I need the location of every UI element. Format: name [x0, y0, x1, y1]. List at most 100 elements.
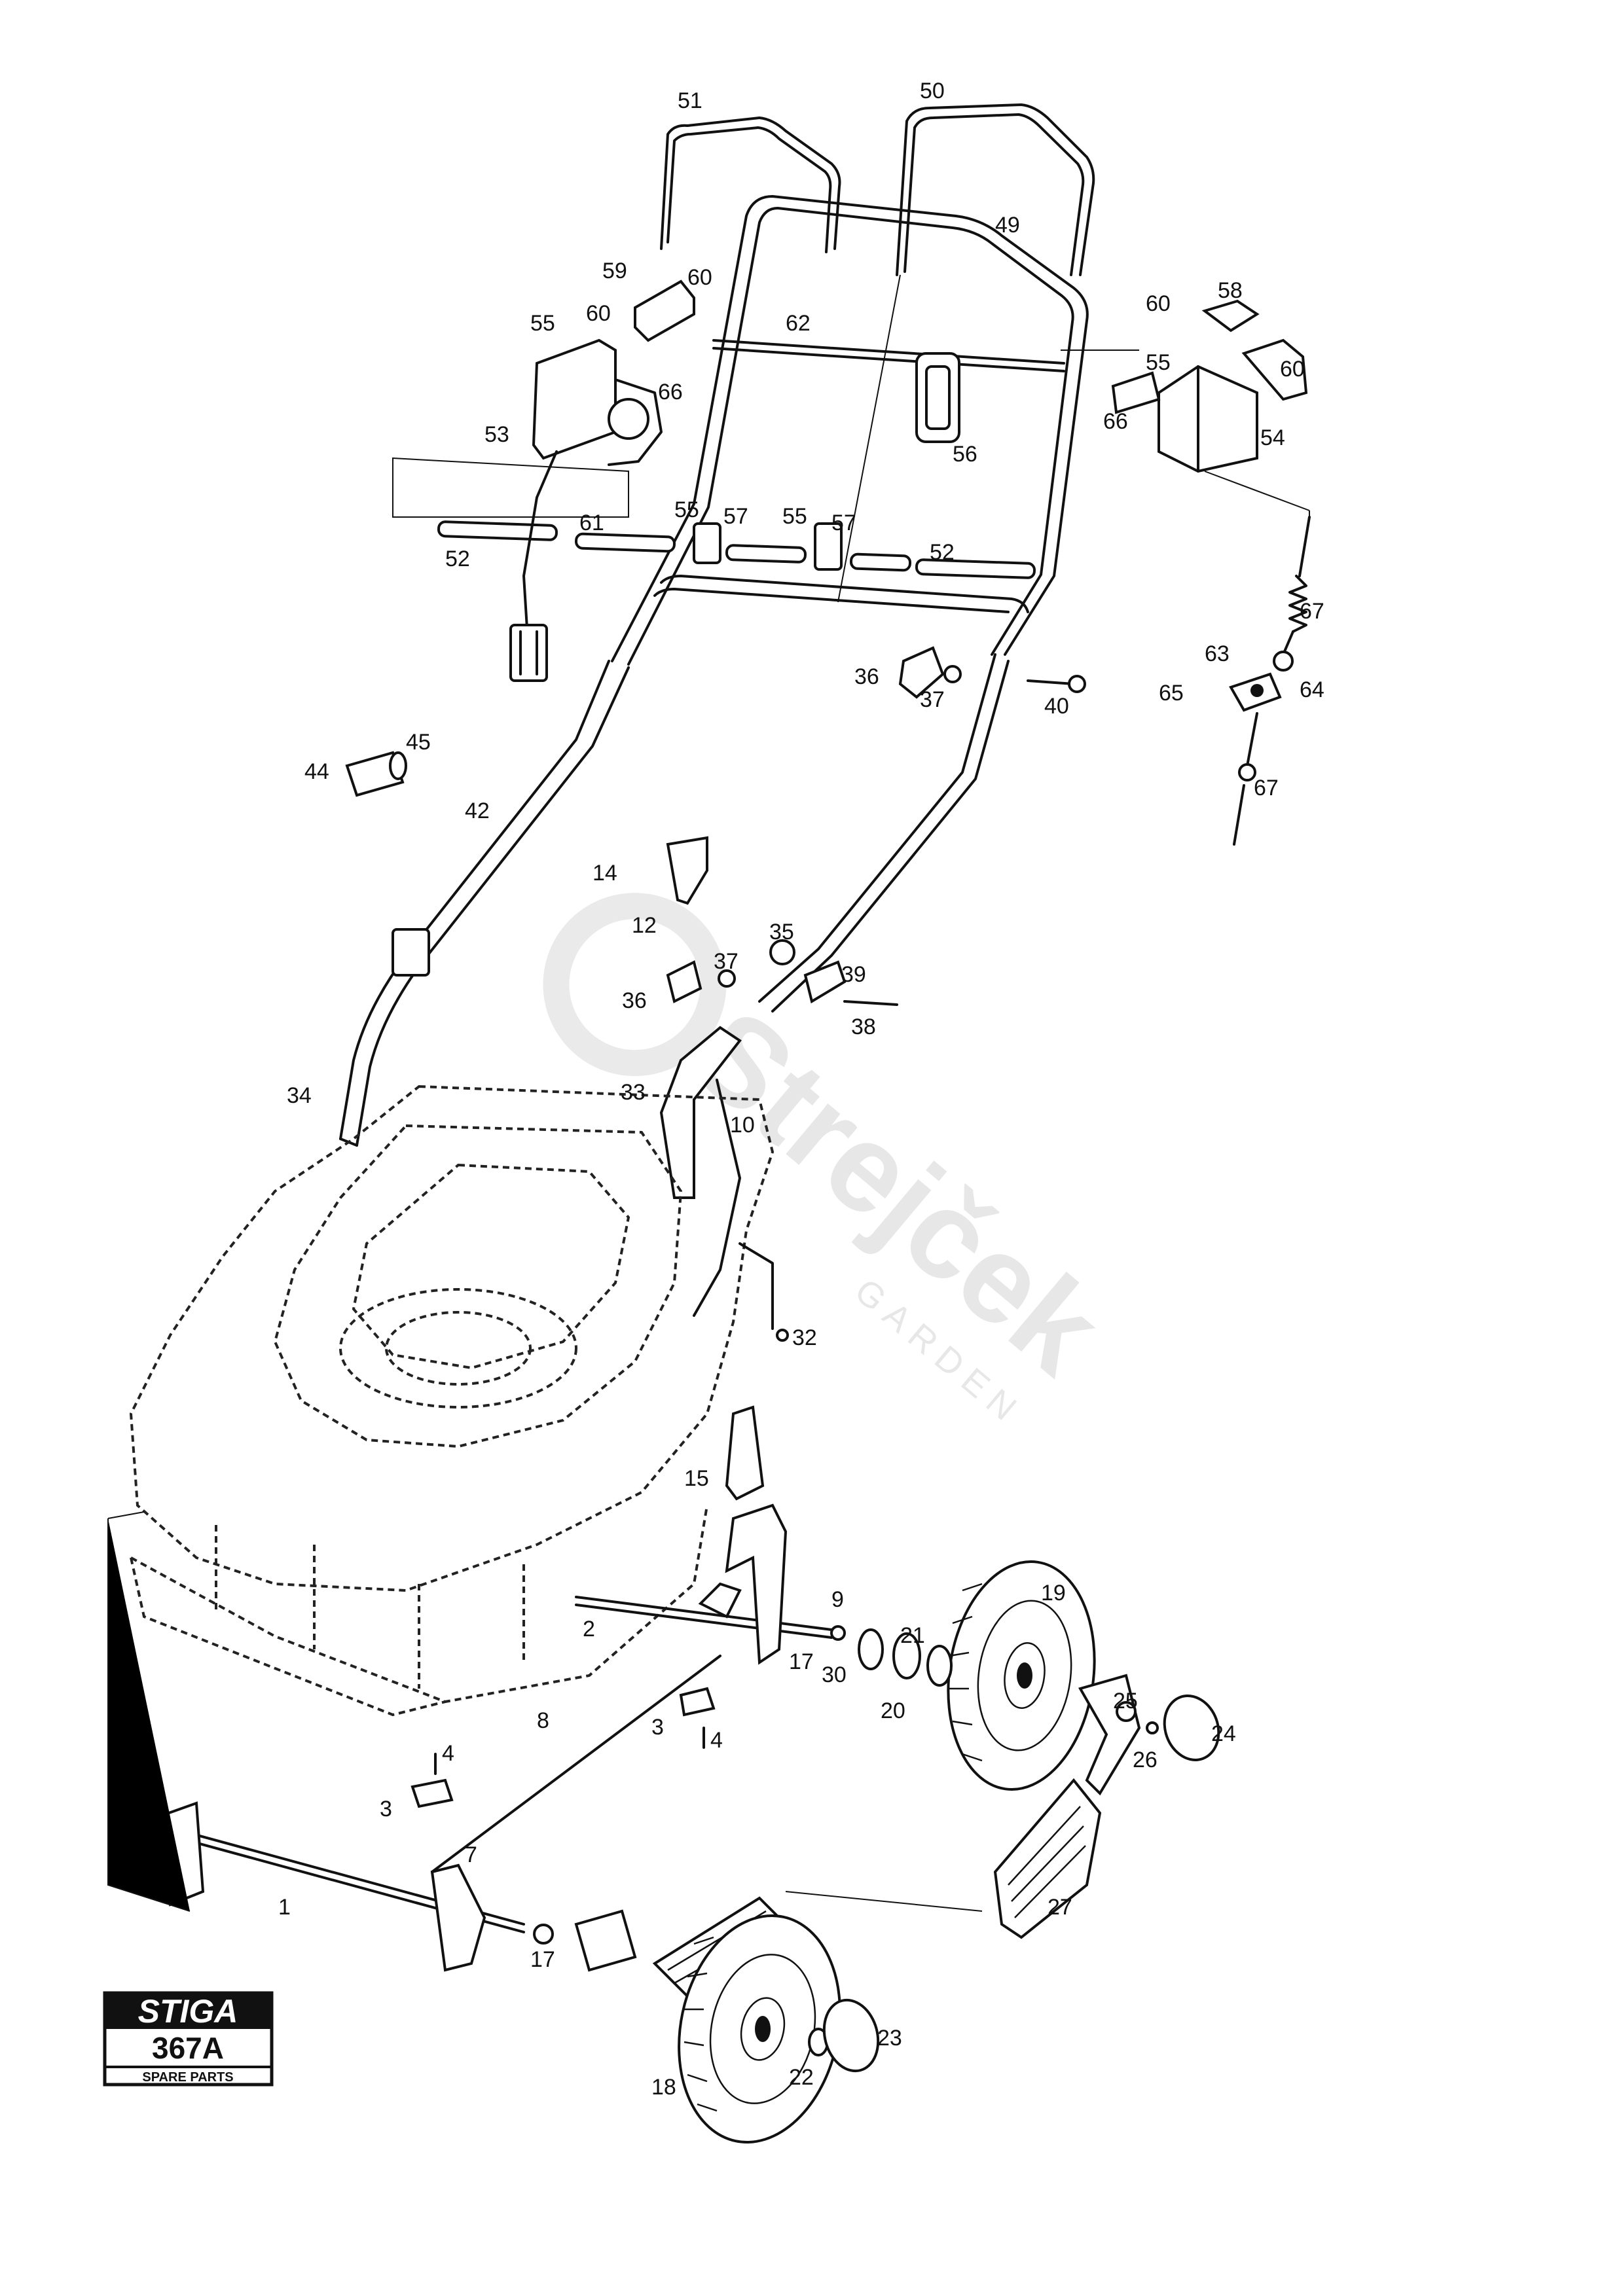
- callout-38: 38: [851, 1014, 876, 1039]
- callout-30: 30: [822, 1662, 847, 1687]
- callout-4a: 4: [710, 1728, 723, 1753]
- logo-brand: STIGA: [138, 1993, 238, 2030]
- deck-bracket: [725, 1242, 789, 1501]
- callout-12: 12: [632, 913, 657, 938]
- callout-44: 44: [304, 759, 329, 784]
- switch-54: [1111, 299, 1308, 473]
- callout-35: 35: [769, 920, 794, 944]
- callout-36b: 36: [622, 988, 647, 1013]
- callout-55b: 55: [1146, 350, 1171, 375]
- callout-22: 22: [789, 2065, 814, 2090]
- logo-model: 367A: [152, 2031, 224, 2065]
- callout-49: 49: [995, 213, 1020, 238]
- callout-19: 19: [1041, 1581, 1066, 1605]
- callout-52b: 52: [930, 540, 955, 565]
- handle-grip-51: [660, 117, 841, 253]
- callout-20: 20: [881, 1698, 905, 1723]
- callout-55a: 55: [530, 311, 555, 336]
- callout-26: 26: [1133, 1748, 1158, 1772]
- callout-57a: 57: [723, 504, 748, 529]
- watermark: Strejček GARDEN: [543, 893, 1127, 1434]
- callout-54: 54: [1260, 425, 1285, 450]
- lower-handle-42: [339, 653, 1010, 1147]
- cable-67: [1229, 516, 1311, 846]
- rod-8: [431, 1655, 721, 1873]
- callout-58: 58: [1218, 278, 1243, 303]
- control-box-53: [509, 338, 663, 682]
- callout-45: 45: [406, 730, 431, 755]
- cable-holder-56: [915, 352, 960, 443]
- callout-32: 32: [792, 1325, 817, 1350]
- callout-37a: 37: [920, 687, 945, 712]
- callout-10: 10: [730, 1113, 755, 1138]
- clip-44: [345, 751, 407, 797]
- callout-40: 40: [1044, 694, 1069, 719]
- wheel-bracket: [1078, 1674, 1220, 1796]
- stiga-logo: STIGA 367A SPARE PARTS: [103, 1991, 274, 2087]
- rear-axle-2: [575, 1503, 846, 1665]
- callout-25: 25: [1113, 1689, 1138, 1713]
- callout-67a: 67: [1300, 599, 1324, 624]
- logo-subtitle: SPARE PARTS: [142, 2070, 233, 2085]
- callout-66a: 66: [658, 380, 683, 404]
- callout-37b: 37: [714, 949, 739, 974]
- callout-17a: 17: [789, 1649, 814, 1674]
- callout-59: 59: [602, 259, 627, 283]
- callout-2: 2: [583, 1617, 595, 1641]
- callout-17b: 17: [530, 1947, 555, 1972]
- callout-66b: 66: [1103, 409, 1128, 434]
- callout-34: 34: [287, 1083, 312, 1108]
- callout-60a: 60: [687, 265, 712, 290]
- callout-64: 64: [1300, 677, 1324, 702]
- cross-rods: [437, 339, 1065, 579]
- callout-39: 39: [841, 962, 866, 987]
- callout-56: 56: [953, 442, 977, 467]
- upper-handle-49: [611, 195, 1089, 666]
- mower-deck-outline: [129, 1085, 775, 1717]
- callout-60d: 60: [1280, 357, 1305, 382]
- callout-3b: 3: [380, 1797, 392, 1821]
- bracket-3: [410, 1687, 716, 1808]
- callout-52a: 52: [445, 547, 470, 571]
- callout-7: 7: [465, 1842, 477, 1867]
- callout-labels: 51 50 49 59 60 55 60 62 60 58 55 60 66 5…: [278, 79, 1324, 2100]
- callout-60c: 60: [1146, 291, 1171, 316]
- callout-27: 27: [1048, 1895, 1072, 1920]
- callout-14: 14: [593, 861, 617, 886]
- rear-wheel-19: [858, 1560, 1096, 1791]
- callout-18: 18: [651, 2075, 676, 2100]
- callout-51: 51: [678, 88, 702, 113]
- callout-67b: 67: [1254, 776, 1279, 800]
- callout-57b: 57: [831, 511, 856, 535]
- callout-21: 21: [900, 1623, 925, 1648]
- callout-24: 24: [1211, 1721, 1236, 1746]
- callout-53: 53: [484, 422, 509, 447]
- callout-1: 1: [278, 1895, 291, 1920]
- callout-15: 15: [684, 1466, 709, 1491]
- callout-33: 33: [621, 1080, 646, 1105]
- callout-65: 65: [1159, 681, 1184, 706]
- callout-55c: 55: [674, 497, 699, 522]
- front-axle-1: [149, 1801, 637, 1972]
- callout-42: 42: [465, 798, 490, 823]
- callout-36a: 36: [854, 664, 879, 689]
- callout-4b: 4: [442, 1741, 454, 1766]
- frame-lines: [107, 1511, 191, 1912]
- t-connectors: [693, 522, 843, 571]
- callout-61: 61: [579, 511, 604, 535]
- handle-grip-50: [896, 103, 1095, 276]
- callout-23: 23: [877, 2026, 902, 2051]
- callout-8: 8: [537, 1708, 549, 1733]
- callout-63: 63: [1205, 641, 1230, 666]
- height-lever: [659, 836, 898, 1317]
- callout-62: 62: [786, 311, 811, 336]
- callout-55d: 55: [782, 504, 807, 529]
- callout-50: 50: [920, 79, 945, 103]
- front-wheel-18: [678, 1914, 880, 2144]
- callout-3a: 3: [651, 1715, 664, 1740]
- knob-36-upper: [898, 646, 1086, 699]
- callout-9: 9: [831, 1587, 844, 1612]
- bracket-59: [634, 279, 695, 342]
- callout-60b: 60: [586, 301, 611, 326]
